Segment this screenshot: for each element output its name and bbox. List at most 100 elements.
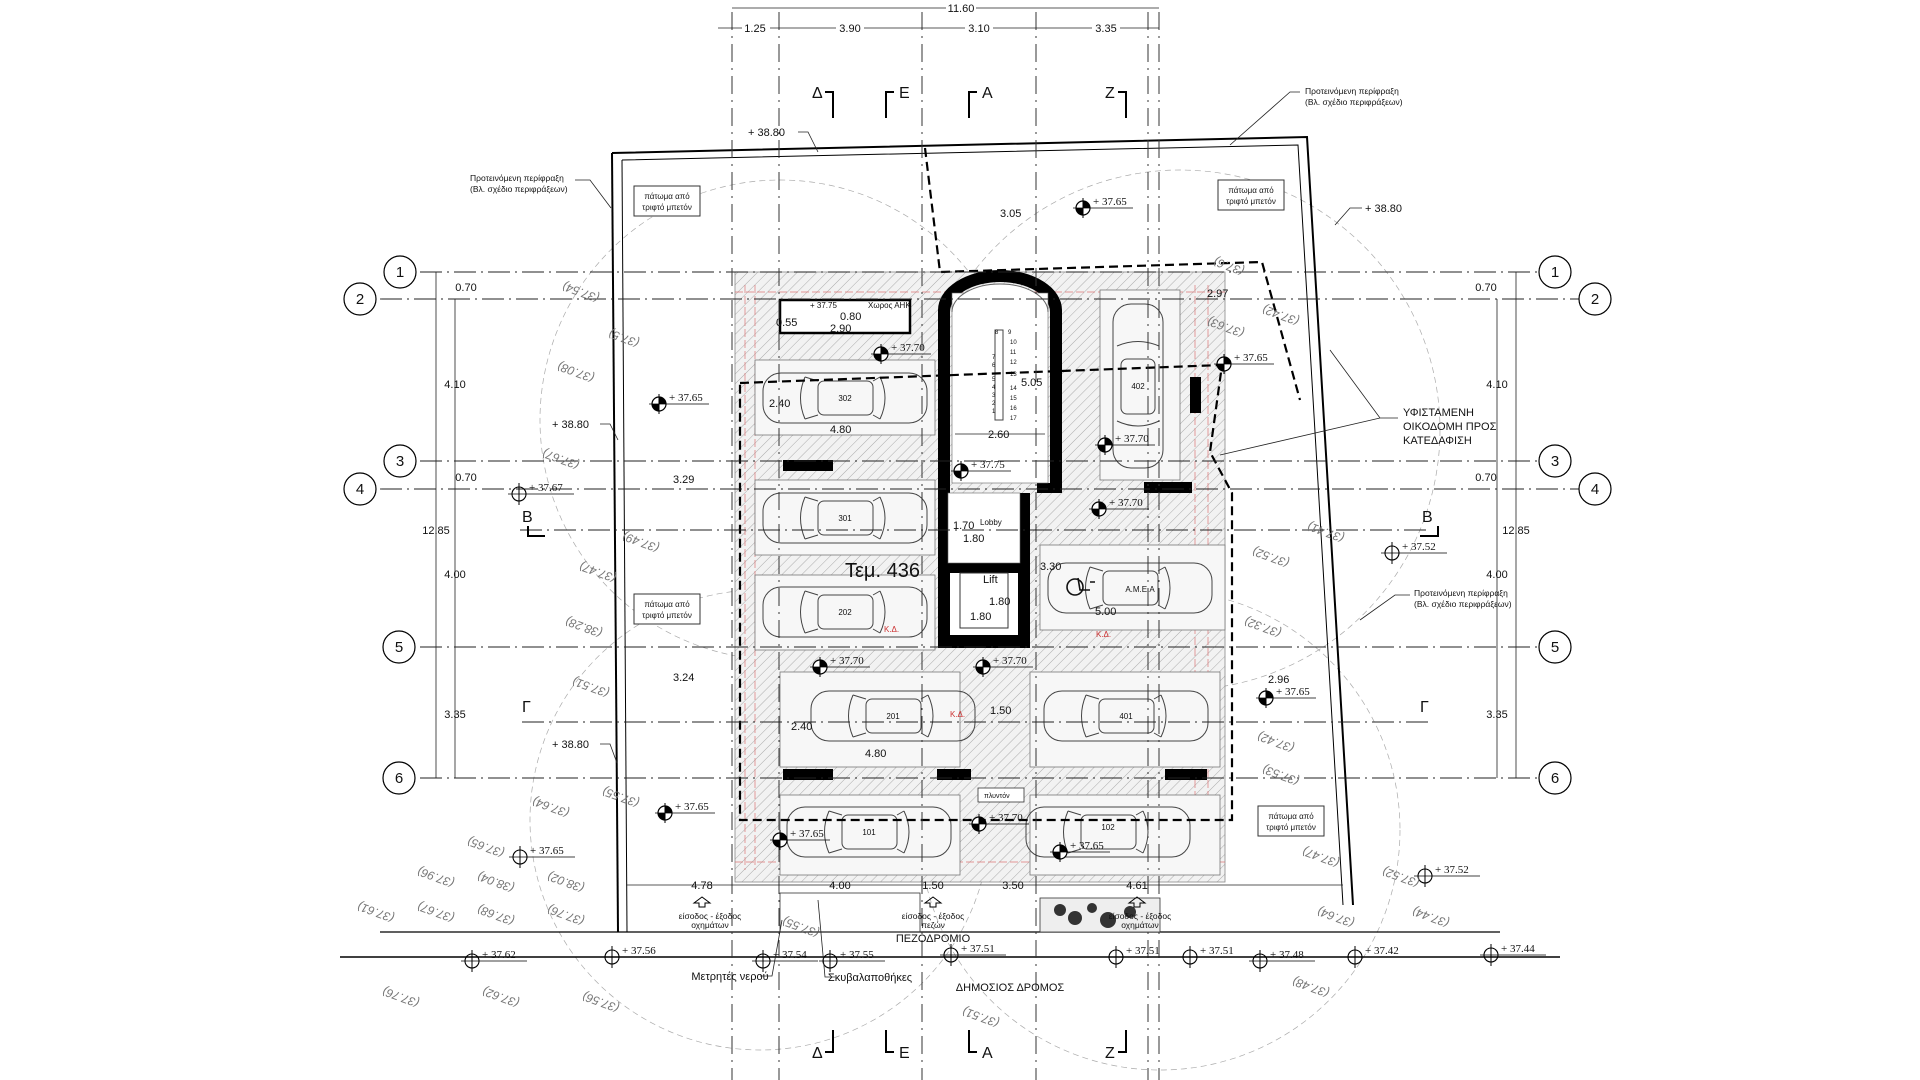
grid-bubble-1: 1 xyxy=(1538,255,1572,289)
dim-label: 1.50 xyxy=(990,705,1011,717)
grid-axis-label: 4 xyxy=(1591,481,1599,498)
stair-step-number: 12 xyxy=(1010,360,1017,366)
section-zeta: Ζ xyxy=(1105,1045,1115,1062)
parking-402: 402 xyxy=(1131,382,1145,391)
road-level-marker: + 37.48 xyxy=(1249,949,1315,972)
dim-label: 5.00 xyxy=(1095,606,1116,618)
frontage: 4.78 4.00 1.50 3.50 4.61 είσοδος - έξοδο… xyxy=(627,880,1343,994)
stair-length-dim: 5.05 xyxy=(1021,377,1042,389)
stair-step-number: 4 xyxy=(992,385,996,391)
stair-width-dim: 2.60 xyxy=(988,429,1009,441)
dim-0-55: 0.55 xyxy=(776,317,797,329)
existing-level-value: (37.62) xyxy=(481,984,522,1010)
dim-label: 3.05 xyxy=(1000,208,1021,220)
road-level-marker: + 37.65 xyxy=(509,845,575,868)
existing-level-value: (37.08) xyxy=(556,359,597,385)
grid-axis-label: 1 xyxy=(1551,264,1559,281)
road-level-marker: + 37.42 xyxy=(1344,945,1410,968)
spot-level-value: + 37.70 xyxy=(891,342,925,354)
vehicle-entry-label: είσοδος - έξοδος xyxy=(1109,911,1171,921)
demolition-note: ΥΦΙΣΤΑΜΕΝΗ ΟΙΚΟΔΟΜΗ ΠΡΟΣ ΚΑΤΕΔΑΦΙΣΗ xyxy=(1219,349,1497,456)
existing-level-value: (37.52) xyxy=(1251,544,1292,570)
top-dim: 3.90 xyxy=(839,23,860,35)
grid-bubble-5: 5 xyxy=(382,630,416,664)
grid-bubble-3: 3 xyxy=(1538,444,1572,478)
grid-axis-label: 6 xyxy=(395,770,403,787)
spot-level-value: + 37.70 xyxy=(993,655,1027,667)
grid-axes xyxy=(380,12,1580,1080)
fence-note: Προτεινόμενη περίφραξη xyxy=(1414,588,1508,598)
plot-label: Τεμ. 436 xyxy=(845,560,920,582)
stair-step-number: 2 xyxy=(992,401,996,407)
spot-level-marker: + 37.65 xyxy=(655,801,715,823)
road-level-marker: + 37.51 xyxy=(1105,945,1171,968)
side-dim: 3.35 xyxy=(1486,709,1507,721)
spot-level-marker: + 37.65 xyxy=(1050,840,1110,862)
existing-level-value: (38.28) xyxy=(564,614,605,640)
existing-level-value: (37.51) xyxy=(571,674,612,700)
grid-axis-label: 4 xyxy=(356,481,364,498)
spot-level-value: + 37.70 xyxy=(1115,433,1149,445)
bottom-dim: 1.50 xyxy=(922,880,943,892)
top-dim: 3.35 xyxy=(1095,23,1116,35)
section-gamma: Γ xyxy=(1420,699,1429,716)
dim-label: 2.97 xyxy=(1207,288,1228,300)
existing-level-value: (37.54) xyxy=(561,279,602,305)
stair-step-number: 10 xyxy=(1010,340,1017,346)
overall-width-dim: 11.60 xyxy=(948,3,975,15)
spot-level-marker: + 37.65 xyxy=(1073,196,1133,218)
grid-bubble-1: 1 xyxy=(383,255,417,289)
existing-level-value: (37.67) xyxy=(541,446,582,472)
parking-202: 202 xyxy=(838,608,852,617)
boundary-levels: + 38.80 + 38.80 + 38.80 + 38.80 xyxy=(552,127,1402,764)
existing-level-value: (37.55) xyxy=(601,784,642,810)
fence-note: Προτεινόμενη περίφραξη xyxy=(1305,86,1399,96)
spot-level-value: + 37.70 xyxy=(989,812,1023,824)
grid-axis-label: 3 xyxy=(1551,453,1559,470)
grid-bubble-4: 4 xyxy=(1578,472,1612,506)
accessible-spot-label: A.M.E.A xyxy=(1125,585,1155,594)
planting-icon xyxy=(1054,903,1136,928)
road-level-value: + 37.65 xyxy=(530,845,564,857)
section-delta: Δ xyxy=(812,85,823,102)
road-level-marker: + 37.51 xyxy=(1179,945,1245,968)
ahk-room: Χωρος ΑΗΚ + 37.75 0.55 0.80 2.90 xyxy=(776,298,911,335)
section-delta: Δ xyxy=(812,1045,823,1062)
demolition-note-line: ΥΦΙΣΤΑΜΕΝΗ xyxy=(1403,407,1474,419)
dim-0-80: 0.80 xyxy=(840,311,861,323)
spot-level-marker: + 37.65 xyxy=(770,828,830,850)
section-gamma: Γ xyxy=(522,699,531,716)
kd-label: Κ.Δ. xyxy=(950,710,965,719)
lobby-depth-dim: 1.80 xyxy=(963,533,984,545)
existing-level-value: (38.04) xyxy=(476,869,517,895)
spot-level-value: + 37.65 xyxy=(675,801,709,813)
water-meters-label: Μετρητές νερού xyxy=(691,971,768,983)
spot-level-marker: + 37.65 xyxy=(649,392,709,414)
top-dim: 3.10 xyxy=(968,23,989,35)
parking-numbers: 302 301 202 201 101 402 401 102 A.M.E.A xyxy=(838,382,1155,837)
side-total-dim: 12.85 xyxy=(422,525,450,537)
side-dim: 4.00 xyxy=(1486,569,1507,581)
spot-level-marker: + 37.70 xyxy=(973,655,1033,677)
existing-level-value: (37.44) xyxy=(1411,904,1452,930)
stair-step-number: 3 xyxy=(992,393,996,399)
grid-axis-label: 2 xyxy=(1591,291,1599,308)
spot-level-value: + 37.65 xyxy=(1093,196,1127,208)
existing-level-value: (37.42) xyxy=(1256,729,1297,755)
side-dim: 0.70 xyxy=(1475,472,1496,484)
existing-level-value: (37.49) xyxy=(621,529,662,555)
grid-bubble-5: 5 xyxy=(1538,630,1572,664)
dim-label: 2.40 xyxy=(791,721,812,733)
road-level-value: + 37.54 xyxy=(773,949,807,961)
side-dim: 0.70 xyxy=(455,472,476,484)
existing-level-value: (37.32) xyxy=(1243,614,1284,640)
grid-bubble-3: 3 xyxy=(383,444,417,478)
spot-level-marker: + 37.65 xyxy=(1256,686,1316,708)
arrow-up-icon xyxy=(923,896,943,908)
spot-level-marker: + 37.70 xyxy=(1095,433,1155,455)
spot-level-value: + 37.65 xyxy=(669,392,703,404)
side-dim: 0.70 xyxy=(455,282,476,294)
